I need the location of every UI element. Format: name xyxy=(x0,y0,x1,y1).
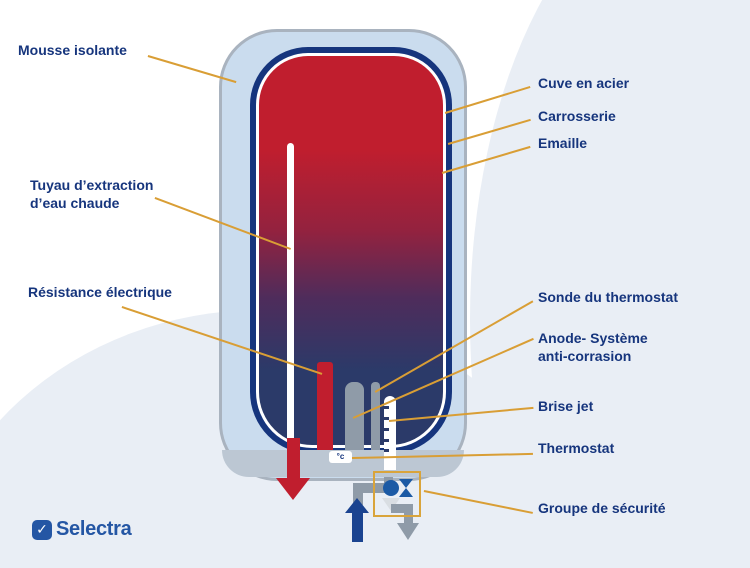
electric-resistance-bar xyxy=(317,362,333,450)
hot-water-extraction-pipe xyxy=(287,143,294,443)
thermostat-probe-rod xyxy=(371,382,380,450)
jet-breaker-notch xyxy=(384,406,389,409)
valve-bowtie-icon xyxy=(399,479,413,488)
cold-water-pipe-corner xyxy=(353,483,363,505)
label-line: Tuyau d’extraction xyxy=(30,177,154,193)
valve-bowtie-icon xyxy=(399,488,413,497)
label-carrosserie: Carrosserie xyxy=(538,108,616,124)
label-groupe-securite: Groupe de sécurité xyxy=(538,500,666,516)
jet-breaker-notch xyxy=(384,449,389,452)
safety-group-highlight-box xyxy=(373,471,421,517)
label-thermostat: Thermostat xyxy=(538,440,615,456)
jet-breaker-notch xyxy=(384,439,389,442)
label-line: Anode- Système xyxy=(538,330,648,346)
hot-water-outlet-arrow-icon xyxy=(276,478,310,500)
label-line: anti-corrasion xyxy=(538,347,632,364)
thermostat-display: °c xyxy=(329,451,352,463)
hot-water-outlet-arrow-shaft xyxy=(287,438,300,480)
label-anode: Anode- Système anti-corrasion xyxy=(538,330,648,365)
drain-arrow-icon xyxy=(397,523,419,540)
drain-pipe-vertical xyxy=(404,504,413,524)
label-emaille: Emaille xyxy=(538,135,588,151)
cold-water-inlet-arrow-icon xyxy=(345,498,369,513)
jet-breaker-notch xyxy=(384,428,389,431)
selectra-checkmark-icon xyxy=(32,519,52,540)
label-sonde-thermostat: Sonde du thermostat xyxy=(538,289,679,305)
selectra-logo-text: Selectra xyxy=(56,518,132,540)
drain-pipe-horizontal xyxy=(391,504,413,513)
label-cuve-en-acier: Cuve en acier xyxy=(538,75,630,91)
label-tuyau-extraction: Tuyau d’extraction d’eau chaude xyxy=(30,177,153,212)
label-brise-jet: Brise jet xyxy=(538,398,594,414)
jet-breaker-notch xyxy=(384,417,389,420)
selectra-logo: Selectra xyxy=(32,518,132,541)
jet-breaker-rod xyxy=(384,396,396,470)
label-resistance-electrique: Résistance électrique xyxy=(28,284,172,300)
label-line: d’eau chaude xyxy=(30,194,120,211)
label-mousse-isolante: Mousse isolante xyxy=(18,42,127,58)
safety-valve-dot xyxy=(383,480,399,496)
cold-water-inlet-arrow-shaft xyxy=(352,512,363,542)
cold-water-pipe-vertical xyxy=(384,462,393,492)
